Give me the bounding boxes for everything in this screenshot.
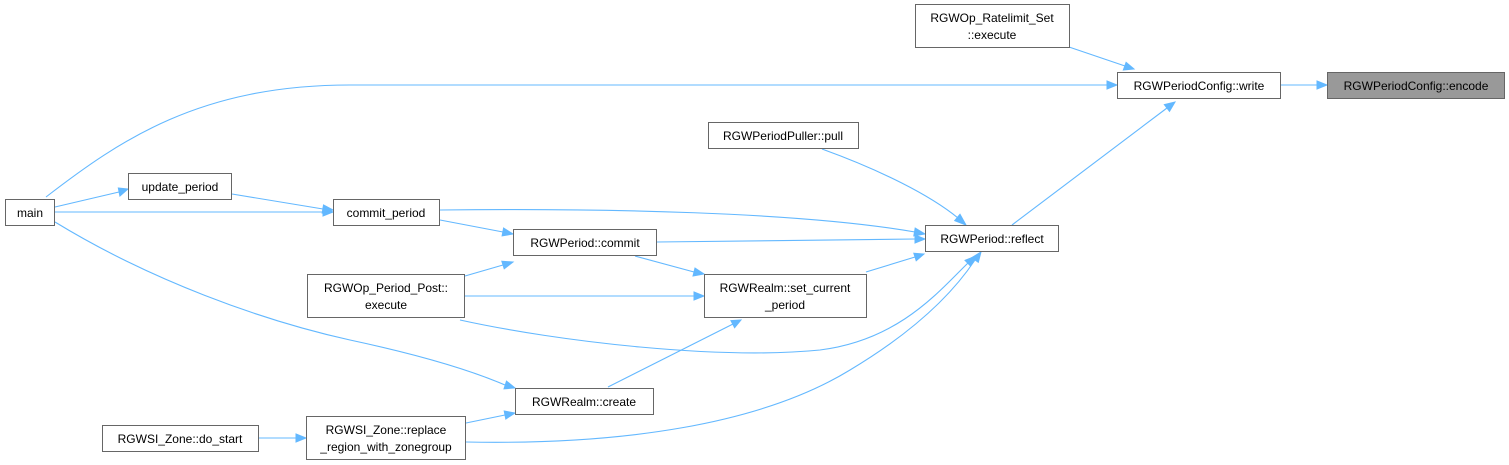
- node-rgwop-ratelimit-set-execute[interactable]: RGWOp_Ratelimit_Set ::execute: [915, 4, 1070, 48]
- edge-period-commit-to-reflect: [656, 234, 927, 244]
- node-rgwsi-zone-replace-region-with-zonegroup[interactable]: RGWSI_Zone::replace _region_with_zonegro…: [306, 416, 466, 460]
- edge-main-to-commit-period: [55, 207, 335, 217]
- edge-commit-period-to-period-commit: [439, 219, 515, 237]
- edge-period-post-to-set-current: [465, 291, 706, 301]
- node-label: commit_period: [347, 206, 426, 220]
- node-commit-period[interactable]: commit_period: [333, 199, 440, 226]
- call-graph-edges: [45, 46, 1329, 443]
- edge-period-post-to-period-commit: [464, 260, 515, 277]
- node-label-line-1: RGWRealm::set_current: [720, 281, 851, 295]
- edge-commit-period-to-reflect: [439, 208, 927, 237]
- call-graph-nodes: RGWPeriodConfig::encode RGWPeriodConfig:…: [5, 4, 1505, 460]
- node-label-line-1: RGWOp_Period_Post::: [324, 281, 448, 295]
- edge-main-to-update-period: [54, 187, 130, 208]
- node-label: RGWPeriod::reflect: [940, 232, 1044, 246]
- node-label: RGWPeriod::commit: [530, 236, 640, 250]
- edge-replace-region-to-realm-create: [465, 410, 517, 424]
- node-label-line-1: RGWSI_Zone::replace: [326, 423, 447, 437]
- node-rgwperiodconfig-encode: RGWPeriodConfig::encode: [1327, 72, 1505, 99]
- edge-main-to-realm-create: [54, 221, 517, 390]
- node-label: main: [17, 206, 43, 220]
- node-label-line-2: ::execute: [968, 28, 1017, 42]
- node-rgwperiod-commit[interactable]: RGWPeriod::commit: [513, 229, 657, 256]
- edge-update-period-to-commit-period: [231, 193, 335, 214]
- edge-puller-to-reflect: [821, 148, 968, 226]
- node-label: RGWRealm::create: [532, 395, 636, 409]
- node-rgwop-period-post-execute[interactable]: RGWOp_Period_Post:: execute: [307, 274, 465, 318]
- node-label: RGWPeriodConfig::encode: [1344, 79, 1489, 93]
- node-label: update_period: [142, 180, 219, 194]
- node-rgwrealm-set-current-period[interactable]: RGWRealm::set_current _period: [704, 274, 867, 318]
- node-rgwsi-zone-do-start[interactable]: RGWSI_Zone::do_start: [102, 425, 259, 452]
- node-rgwrealm-create[interactable]: RGWRealm::create: [515, 388, 654, 415]
- edge-period-commit-to-set-current: [634, 255, 706, 277]
- node-label-line-2: execute: [365, 298, 407, 312]
- edge-main-to-write: [45, 80, 1119, 198]
- node-label: RGWPeriodPuller::pull: [723, 129, 843, 143]
- edge-ratelimit-execute-to-write: [1068, 46, 1136, 71]
- node-rgwperiodpuller-pull[interactable]: RGWPeriodPuller::pull: [708, 122, 859, 149]
- node-update-period[interactable]: update_period: [128, 173, 232, 200]
- node-label-line-2: _region_with_zonegroup: [319, 440, 452, 454]
- node-label-line-1: RGWOp_Ratelimit_Set: [930, 11, 1054, 25]
- node-rgwperiodconfig-write[interactable]: RGWPeriodConfig::write: [1117, 72, 1281, 99]
- node-main[interactable]: main: [5, 199, 55, 226]
- node-label: RGWSI_Zone::do_start: [118, 432, 243, 446]
- edge-replace-region-to-reflect: [465, 250, 982, 443]
- node-label-line-2: _period: [764, 298, 805, 312]
- edge-realm-create-to-set-current: [607, 319, 743, 388]
- edge-write-to-encode: [1281, 80, 1329, 90]
- edge-set-current-to-reflect: [865, 252, 926, 273]
- edge-do-start-to-replace-region: [259, 433, 308, 443]
- node-rgwperiod-reflect[interactable]: RGWPeriod::reflect: [925, 225, 1059, 252]
- edge-reflect-to-write: [1011, 101, 1177, 226]
- node-label: RGWPeriodConfig::write: [1134, 79, 1265, 93]
